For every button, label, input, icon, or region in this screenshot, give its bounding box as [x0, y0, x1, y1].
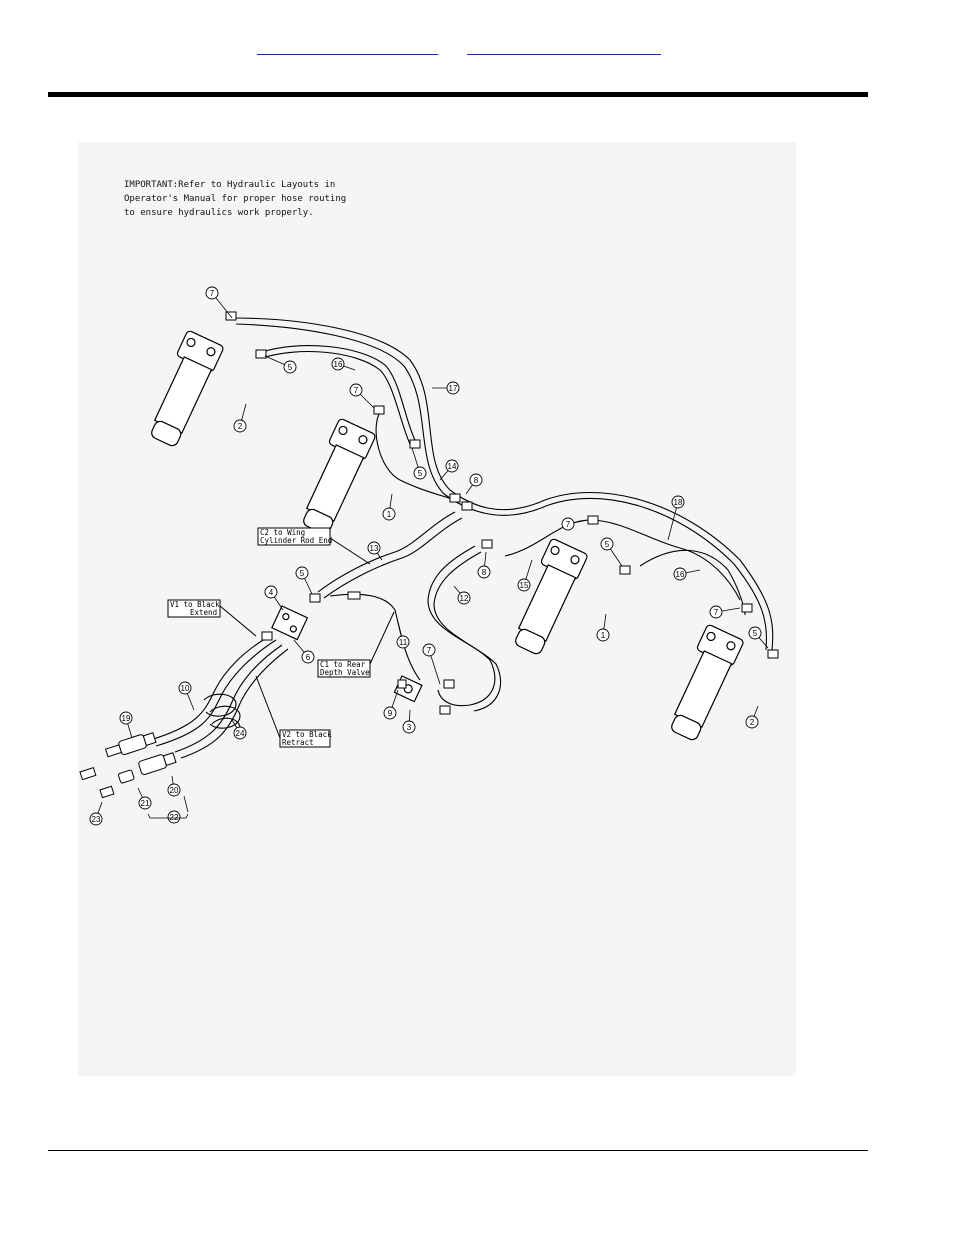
callout-number: 5 — [288, 363, 293, 372]
svg-text:Depth Valve: Depth Valve — [320, 668, 370, 677]
callout-5: 5 — [601, 538, 622, 566]
callout-8: 8 — [478, 552, 490, 578]
callout-12: 12 — [454, 586, 470, 604]
callout-number: 13 — [370, 544, 379, 553]
callout-20: 20 — [168, 776, 180, 796]
callout-number: 16 — [676, 570, 685, 579]
svg-text:Retract: Retract — [282, 738, 314, 747]
callout-number: 12 — [460, 594, 469, 603]
callout-number: 4 — [269, 588, 274, 597]
callout-number: 7 — [566, 520, 571, 529]
callout-1: 1 — [597, 614, 609, 641]
callout-number: 2 — [238, 422, 243, 431]
callout-number: 16 — [334, 360, 343, 369]
callout-21: 21 — [138, 788, 151, 809]
callout-7: 7 — [423, 644, 440, 684]
callout-number: 14 — [448, 462, 457, 471]
callout-number: 1 — [387, 510, 392, 519]
callout-number: 24 — [236, 729, 245, 738]
callout-number: 11 — [399, 638, 408, 647]
footer-rule — [48, 1150, 868, 1151]
callout-number: 7 — [354, 386, 359, 395]
callout-number: 19 — [122, 714, 131, 723]
callout-number: 6 — [306, 653, 311, 662]
callout-number: 5 — [418, 469, 423, 478]
callout-11: 11 — [397, 622, 409, 648]
svg-text:Cylinder Rod End: Cylinder Rod End — [260, 536, 332, 545]
callout-6: 6 — [294, 640, 314, 663]
callout-number: 8 — [482, 568, 487, 577]
callout-9: 9 — [384, 690, 398, 719]
callout-number: 15 — [520, 581, 529, 590]
callout-7: 7 — [350, 384, 374, 408]
callout-8: 8 — [466, 474, 482, 494]
callout-23: 23 — [90, 802, 102, 825]
callout-7: 7 — [710, 606, 740, 618]
callout-number: 9 — [388, 709, 393, 718]
callout-number: 1 — [601, 631, 606, 640]
callout-number: 5 — [753, 629, 758, 638]
callout-number: 3 — [407, 723, 412, 732]
callout-7: 7 — [206, 287, 232, 318]
hose-labels: C2 to Wing Cylinder Rod End V1 to Black … — [168, 528, 394, 747]
callout-22: 22 — [168, 811, 180, 823]
callout-5: 5 — [749, 627, 768, 648]
label-v2-black: V2 to Black Retract — [256, 676, 332, 747]
callout-13: 13 — [368, 542, 382, 560]
callout-number: 17 — [449, 384, 458, 393]
label-v1-black: V1 to Black Extend — [168, 600, 256, 636]
callout-number: 7 — [427, 646, 432, 655]
label-c2-wing: C2 to Wing Cylinder Rod End — [258, 528, 370, 564]
callout-19: 19 — [120, 712, 132, 738]
callout-number: 23 — [92, 815, 101, 824]
callout-number: 5 — [300, 569, 305, 578]
hydraulic-hoses — [150, 318, 773, 758]
callout-1: 1 — [383, 494, 395, 520]
callout-number: 18 — [674, 498, 683, 507]
callout-4: 4 — [265, 586, 283, 610]
callout-24: 24 — [232, 720, 246, 739]
svg-text:Extend: Extend — [190, 608, 217, 617]
callout-number: 10 — [181, 684, 190, 693]
callout-16: 16 — [674, 568, 700, 580]
callout-5: 5 — [265, 356, 296, 373]
callout-number: 2 — [750, 718, 755, 727]
callout-number: 21 — [141, 799, 150, 808]
callout-2: 2 — [234, 404, 246, 432]
callout-5: 5 — [296, 567, 312, 594]
callout-7: 7 — [562, 518, 588, 530]
callout-3: 3 — [403, 710, 415, 733]
callout-number: 22 — [170, 813, 179, 822]
callout-14: 14 — [440, 460, 458, 480]
callout-5: 5 — [412, 448, 426, 479]
callout-number: 20 — [170, 786, 179, 795]
callout-number: 5 — [605, 540, 610, 549]
callout-17: 17 — [432, 382, 459, 394]
callout-2: 2 — [746, 706, 758, 728]
callout-number: 8 — [474, 476, 479, 485]
label-c1-rear: C1 to Rear Depth Valve — [318, 612, 394, 677]
callout-16: 16 — [332, 358, 355, 370]
callout-number: 7 — [210, 289, 215, 298]
callout-15: 15 — [518, 560, 532, 591]
callout-number: 7 — [714, 608, 719, 617]
callout-10: 10 — [179, 682, 194, 710]
